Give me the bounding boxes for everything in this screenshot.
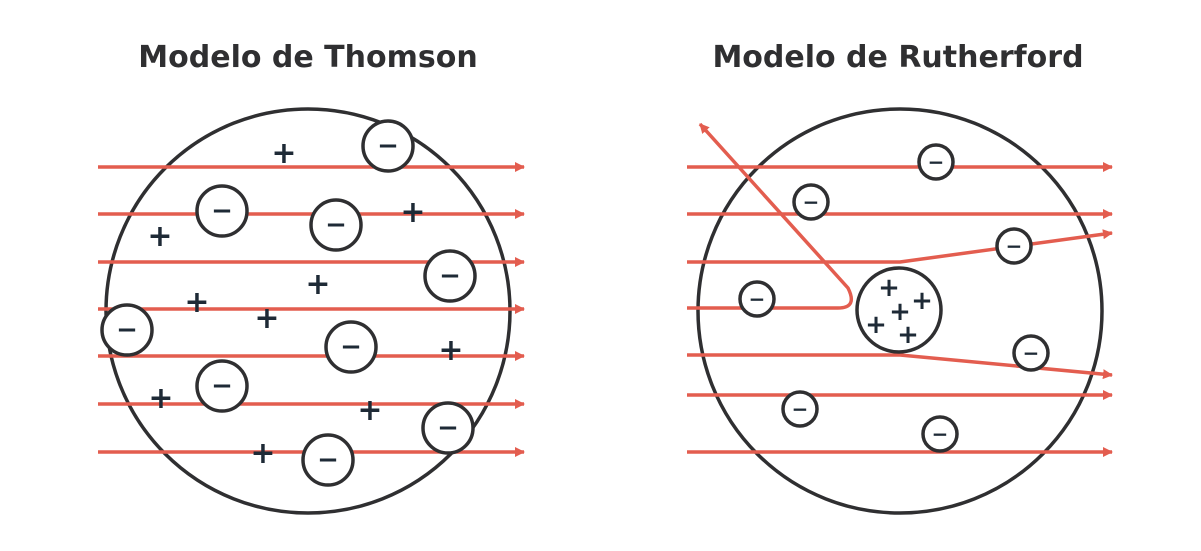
positive-charge: + [305,267,330,302]
nucleus-charge: + [878,273,900,303]
svg-text:−: − [325,210,347,240]
electron: − [195,359,249,413]
nucleus-charge: + [889,297,911,327]
electron: − [781,390,819,428]
electron: − [324,320,378,374]
electron: − [361,119,415,173]
positive-charge: + [250,436,275,471]
electron: − [309,198,363,252]
svg-text:−: − [437,413,459,443]
nucleus-charge: + [897,320,919,350]
electron: − [195,184,249,238]
positive-charge: + [271,136,296,171]
electron: − [792,183,830,221]
electron: − [1012,334,1050,372]
electron: − [921,415,959,453]
svg-text:−: − [439,261,461,291]
thomson-atom-outline [104,107,512,515]
svg-text:−: − [377,131,399,161]
thomson-positive-charges: + + + + + + + + + + [147,136,463,471]
rutherford-backscattered-ray [687,122,854,310]
positive-charge: + [148,381,173,416]
svg-text:−: − [340,332,362,362]
svg-text:−: − [211,196,233,226]
svg-text:−: − [928,150,945,174]
positive-charge: + [438,333,463,368]
svg-text:−: − [116,315,138,345]
svg-text:−: − [1006,234,1023,258]
rutherford-nucleus: + + + + + [855,266,943,354]
svg-text:−: − [792,397,809,421]
positive-charge: + [400,195,425,230]
electron: − [995,227,1033,265]
rutherford-rays [687,122,1113,457]
positive-charge: + [254,301,279,336]
electron: − [423,249,477,303]
svg-text:−: − [749,287,766,311]
electron: − [738,280,776,318]
electron: − [301,433,355,487]
electron: − [100,303,154,357]
positive-charge: + [184,285,209,320]
electron: − [917,143,955,181]
rutherford-electrons: − − − − − − − [738,143,1050,453]
thomson-model: − − − − − − − − − + + + + + + + + + + [98,107,525,515]
rutherford-deflected-ray [687,229,1113,264]
svg-text:−: − [317,445,339,475]
nucleus-charge: + [865,310,887,340]
svg-text:−: − [932,422,949,446]
rutherford-atom-outline [696,107,1104,515]
nucleus-charge: + [911,286,933,316]
rutherford-model: + + + + + − − − − − − − [687,107,1113,515]
electron: − [421,401,475,455]
svg-text:−: − [803,190,820,214]
positive-charge: + [147,219,172,254]
svg-text:−: − [211,371,233,401]
thomson-electrons: − − − − − − − − − [100,119,477,487]
svg-text:−: − [1023,341,1040,365]
positive-charge: + [357,393,382,428]
rutherford-title: Modelo de Rutherford [712,40,1084,75]
thomson-title: Modelo de Thomson [138,40,478,75]
